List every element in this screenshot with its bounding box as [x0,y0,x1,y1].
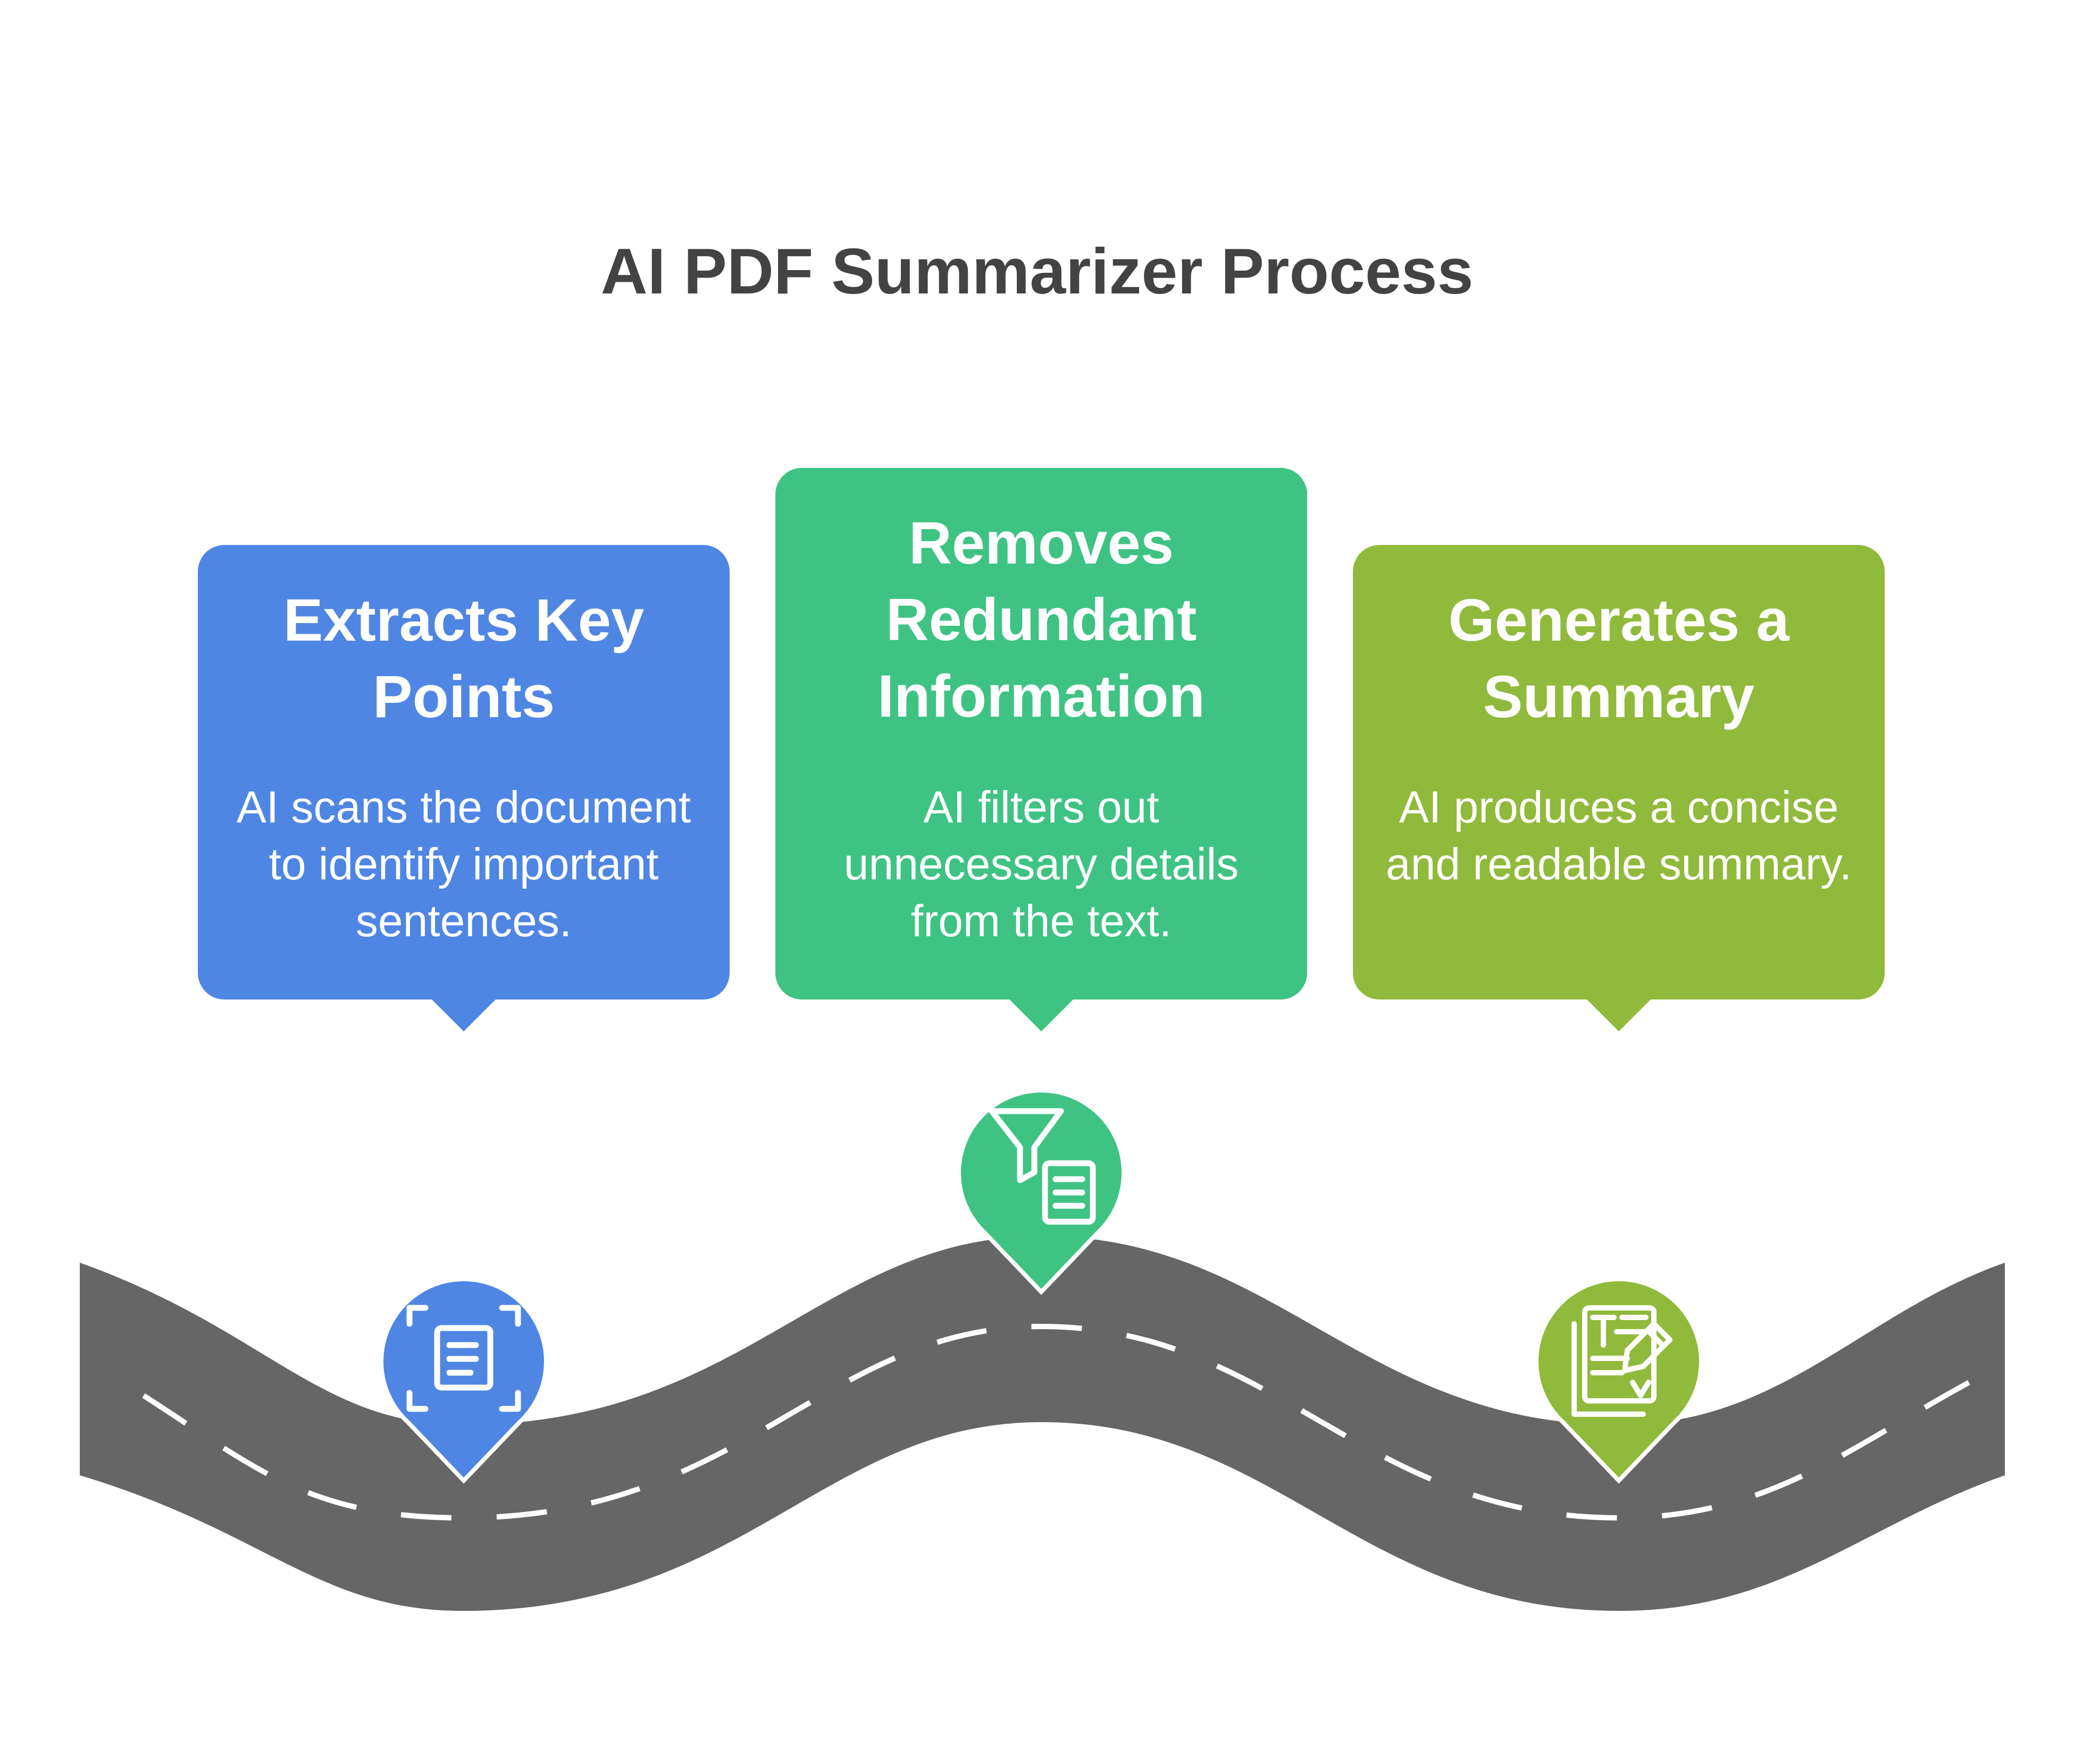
card-pointer-1 [429,997,498,1031]
step-card-remove: Removes Redundant Information AI filters… [775,468,1307,999]
step-card-generate: Generates a Summary AI produces a concis… [1353,545,1885,999]
card-pointer-2 [1007,997,1076,1031]
card-pointer-3 [1584,997,1653,1031]
filter-document-icon [989,1108,1096,1225]
document-scan-icon [406,1305,521,1412]
step-title: Generates a Summary [1448,587,1789,730]
marker-3 [1534,1276,1703,1484]
edit-summary-icon [1571,1305,1672,1417]
marker-2 [957,1088,1126,1295]
step-description: AI scans the document to identify import… [236,782,691,946]
step-description: AI filters out unnecessary details from … [843,782,1239,946]
step-card-extract: Extracts Key Points AI scans the documen… [198,545,730,999]
marker-1 [379,1276,548,1484]
diagram-title: AI PDF Summarizer Process [600,235,1474,307]
road [80,1236,2005,1611]
road-center-line [142,1323,2006,1521]
step-description: AI produces a concise and readable summa… [1385,782,1852,889]
step-title: Removes Redundant Information [877,510,1205,729]
step-title: Extracts Key Points [283,587,645,730]
